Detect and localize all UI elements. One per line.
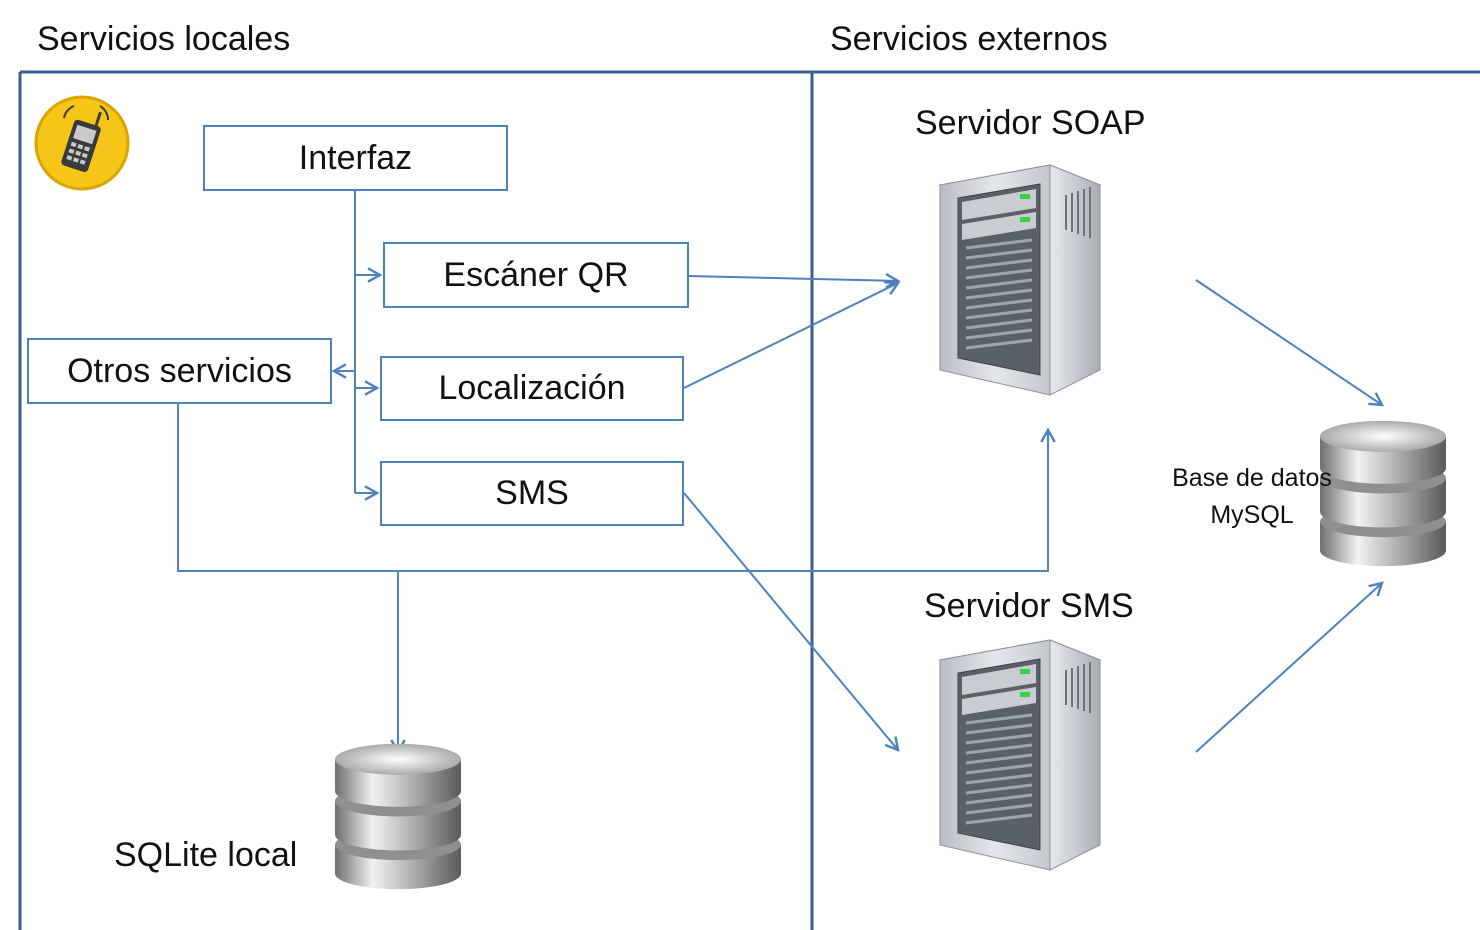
connector-otros-to-soap (177, 402, 1056, 572)
local-services-title: Servicios locales (37, 20, 291, 58)
mobile-phone-icon (34, 95, 130, 191)
escaner-qr-label: Escáner QR (443, 255, 629, 294)
servidor-soap-label: Servidor SOAP (915, 104, 1146, 142)
sqlite-database-icon (335, 743, 461, 890)
otros-servicios-box: Otros servicios (27, 338, 332, 404)
interfaz-box: Interfaz (203, 125, 508, 191)
interfaz-label: Interfaz (298, 138, 413, 177)
sms-box: SMS (380, 461, 684, 526)
localizacion-label: Localización (438, 369, 626, 407)
external-services-title: Servicios externos (830, 20, 1108, 58)
mysql-label-line2: MySQL (1210, 501, 1294, 529)
arrow-sms-to-sms-server (683, 492, 900, 752)
otros-servicios-label: Otros servicios (67, 351, 292, 390)
sms-server-icon (938, 638, 1102, 872)
servidor-sms-label: Servidor SMS (924, 587, 1134, 625)
frame (18, 70, 1480, 930)
arrow-soap-to-mysql (1195, 279, 1385, 407)
mysql-label-line1: Base de datos (1172, 464, 1332, 492)
localizacion-box: Localización (380, 356, 684, 421)
sms-label: SMS (495, 474, 569, 512)
arrow-qr-to-soap (687, 273, 901, 289)
escaner-qr-box: Escáner QR (383, 242, 689, 308)
soap-server-icon (938, 163, 1102, 397)
arrow-smsserver-to-mysql (1195, 581, 1384, 753)
arrow-localizacion-to-soap (683, 281, 901, 389)
mysql-label: Base de datos MySQL (1162, 460, 1342, 534)
sqlite-local-label: SQLite local (114, 836, 298, 874)
